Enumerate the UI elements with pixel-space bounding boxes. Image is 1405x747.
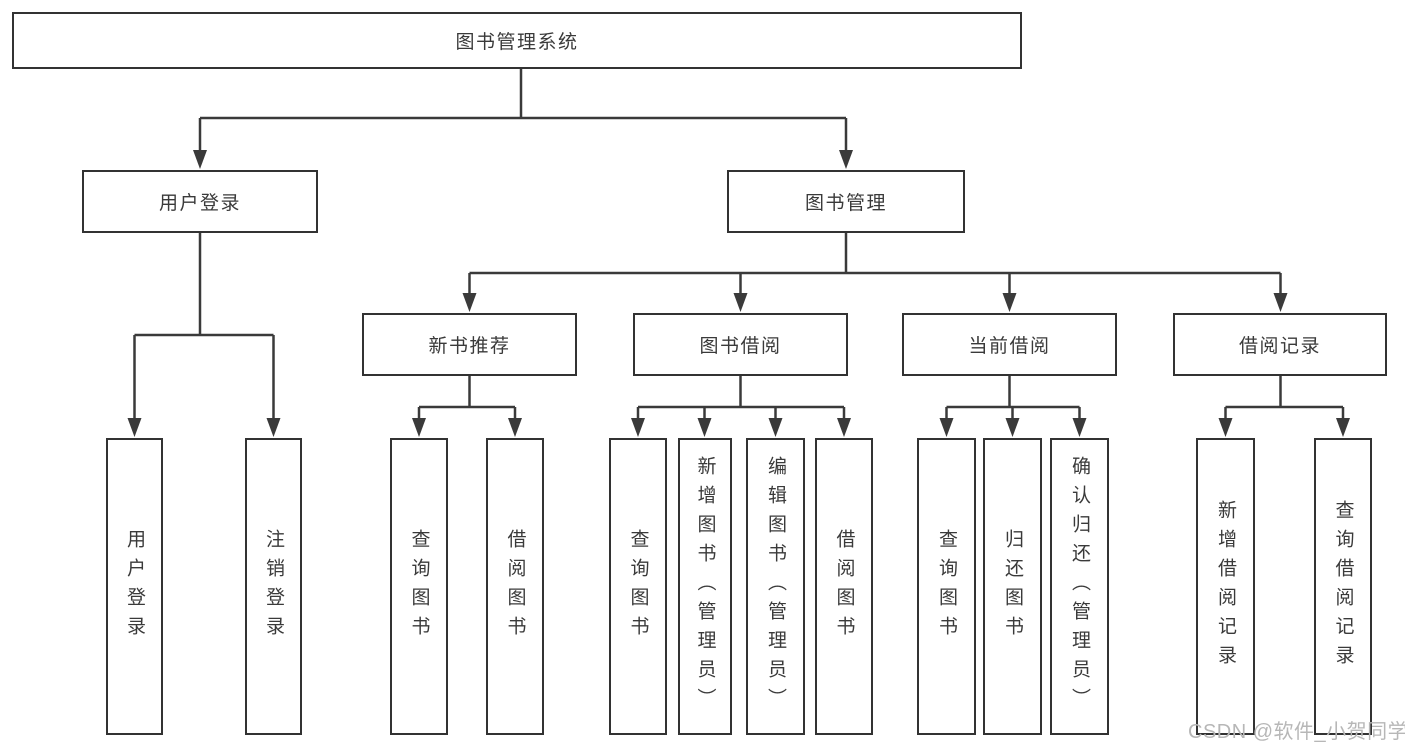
leaf-user-login-label: 用户登录 (124, 528, 145, 645)
leaf-logout: 注销登录 (245, 438, 302, 735)
leaf-query-books-recommend-label: 查询图书 (408, 528, 430, 645)
leaf-borrow-books-borrowing: 借阅图书 (815, 438, 873, 735)
node-book-borrowing-label: 图书借阅 (699, 336, 782, 357)
leaf-query-books-recommend: 查询图书 (390, 438, 448, 735)
node-current-borrowing: 当前借阅 (902, 313, 1117, 376)
leaf-add-borrow-record: 新增借阅记录 (1196, 438, 1255, 735)
leaf-edit-books-admin: 编辑图书（管理员） (746, 438, 805, 735)
leaf-user-login: 用户登录 (106, 438, 163, 735)
leaf-query-books-borrowing-label: 查询图书 (627, 528, 649, 645)
leaf-query-books-current-label: 查询图书 (936, 528, 957, 645)
leaf-add-books-admin-label: 新增图书（管理员） (694, 456, 716, 717)
leaf-confirm-return-admin-label: 确认归还（管理员） (1069, 456, 1090, 717)
leaf-return-books-label: 归还图书 (1002, 528, 1023, 645)
csdn-watermark: CSDN @软件_小贺同学 (1188, 721, 1405, 743)
leaf-query-books-borrowing: 查询图书 (609, 438, 667, 735)
node-new-book-recommend: 新书推荐 (362, 313, 577, 376)
leaf-add-books-admin: 新增图书（管理员） (678, 438, 732, 735)
node-user-login-label: 用户登录 (158, 193, 241, 214)
node-book-management: 图书管理 (727, 170, 965, 233)
node-new-book-recommend-label: 新书推荐 (428, 336, 511, 357)
node-borrowing-records-label: 借阅记录 (1238, 336, 1321, 357)
node-current-borrowing-label: 当前借阅 (968, 336, 1051, 357)
node-book-management-label: 图书管理 (804, 193, 887, 214)
node-root: 图书管理系统 (12, 12, 1022, 69)
leaf-add-borrow-record-label: 新增借阅记录 (1215, 499, 1236, 674)
node-book-borrowing: 图书借阅 (633, 313, 848, 376)
leaf-borrow-books-recommend-label: 借阅图书 (504, 528, 526, 645)
leaf-borrow-books-borrowing-label: 借阅图书 (833, 528, 855, 645)
leaf-return-books: 归还图书 (983, 438, 1042, 735)
node-root-label: 图书管理系统 (455, 32, 579, 53)
node-user-login: 用户登录 (82, 170, 318, 233)
leaf-query-borrow-record-label: 查询借阅记录 (1332, 499, 1354, 674)
leaf-query-borrow-record: 查询借阅记录 (1314, 438, 1372, 735)
leaf-edit-books-admin-label: 编辑图书（管理员） (765, 456, 786, 717)
leaf-logout-label: 注销登录 (263, 528, 284, 645)
leaf-query-books-current: 查询图书 (917, 438, 976, 735)
leaf-confirm-return-admin: 确认归还（管理员） (1050, 438, 1109, 735)
node-borrowing-records: 借阅记录 (1173, 313, 1387, 376)
leaf-borrow-books-recommend: 借阅图书 (486, 438, 544, 735)
